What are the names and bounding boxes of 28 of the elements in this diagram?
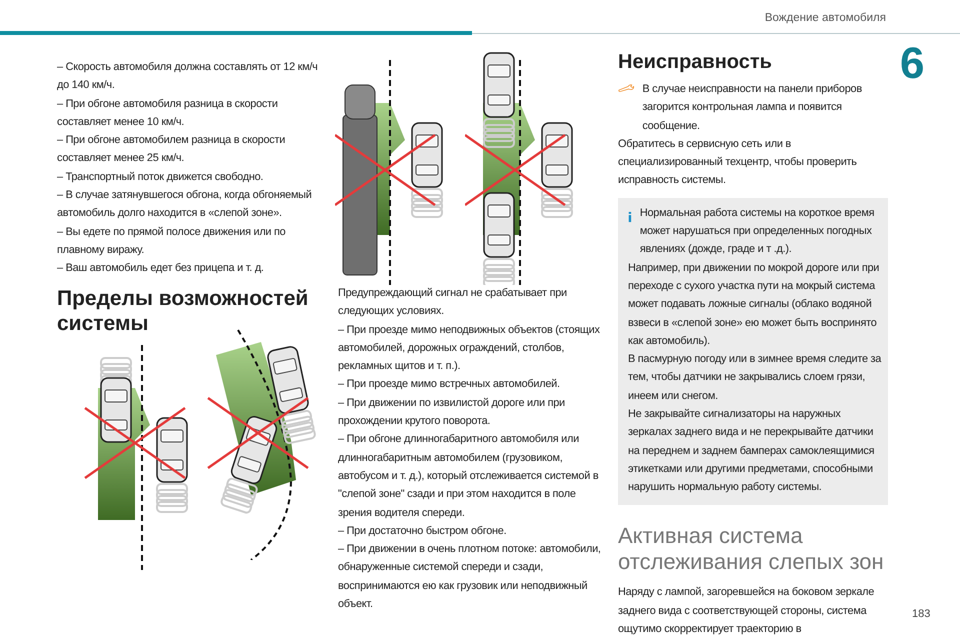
paragraph: Не закрывайте сигнализаторы на наружных зеркалах заднего вида и не перекрывайте датчики на переднем и заднем бамперах самоклеящимися этикетками или другими предметами, способными нарушить нормальную работу системы. [628,407,876,496]
list-item: – Вы едете по прямой полосе движения или по плавному виражу. [57,224,286,258]
paragraph: Обратитесь в сервисную сеть или в специализированный техцентр, чтобы проверить исправность системы. [618,136,858,188]
paragraph: Наряду с лампой, загоревшейся на боковом зеркале заднего вида с соответствующей стороны, система ощутимо скорректирует траекторию в [618,585,876,637]
section-heading: Активная система отслеживания слепых зон [618,522,885,576]
section-header: Вождение автомобиля [764,12,886,24]
paragraph: В пасмурную погоду или в зимнее время следите за тем, чтобы датчики не закрывались слоем грязи, инеем или снегом. [628,352,882,404]
paragraph: Нормальная работа системы на короткое время может нарушаться при определенных погодных явлениях (дожде, граде и т .д.). [640,206,876,258]
info-box [618,198,888,505]
chapter-number: 6 [900,42,924,86]
list-item: – При движении по извилистой дороге или при прохождении крутого поворота. [338,396,566,430]
list-item: – При достаточно быстром обгоне. [338,524,508,539]
list-item: – При проезде мимо встречных автомобилей. [338,377,561,392]
list-item: – При движении в очень плотном потоке: автомобили, обнаруженные системой спереди и сзади, воспринимаются ею как грузовик или неподвижный объект. [338,542,602,612]
list-item: – При обгоне длинногабаритного автомобиля или длинногабаритным автомобилем (грузовиком, автобусом и т. д.), который отслеживается системой в "слепой зоне" сзади и при этом находится в поле зрения водителя спереди. [338,432,600,521]
section-heading: Пределы возможностей системы [57,286,310,336]
page-number: 183 [912,608,930,620]
list-item: – В случае затянувшегося обгона, когда обгоняемый автомобиль долго находится в «слепой зоне». [57,188,313,222]
paragraph: В случае неисправности на панели приборов загорится контрольная лампа и появится сообщение. [642,82,863,134]
list-item: – При обгоне автомобилем разница в скорости составляет менее 25 км/ч. [57,133,286,166]
list-item: – Скорость автомобиля должна составлять от 12 км/ч до 140 км/ч. [57,60,319,94]
paragraph: Предупреждающий сигнал не срабатывает при следующих условиях. [338,286,568,320]
section-heading: Неисправность [618,50,773,74]
paragraph: Например, при движении по мокрой дороге или при переходе с сухого участка пути на мокрый система может подавать ложные сигналы (облако водяной взвеси в «слепой зоне» ею может быть воспринято как автомобиль). [628,260,880,349]
list-item: – При проезде мимо неподвижных объектов (стоящих автомобилей, дорожных ограждений, столбов, рекламных щитов и т. п.). [338,322,601,374]
list-item: – При обгоне автомобиля разница в скорости составляет менее 10 км/ч. [57,96,279,130]
list-item: – Ваш автомобиль едет без прицепа и т. д. [57,261,265,276]
list-item: – Транспортный поток движется свободно. [57,170,264,185]
